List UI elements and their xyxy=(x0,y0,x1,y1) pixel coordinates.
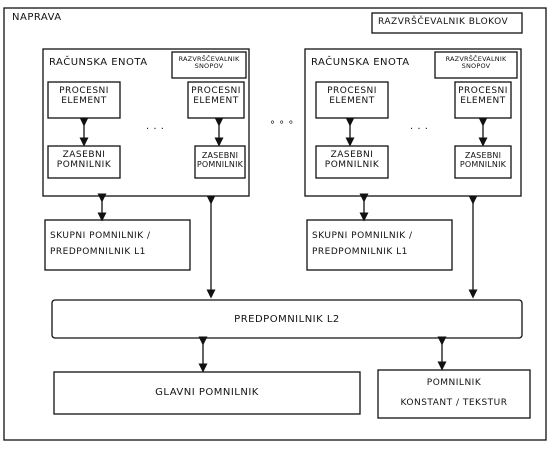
l2-cache-label: PREDPOMNILNIK L2 xyxy=(234,314,340,325)
pm-1a-label: ZASEBNI POMNILNIK xyxy=(56,150,112,171)
block-scheduler-label: RAZVRŠČEVALNIK BLOKOV xyxy=(378,17,509,27)
warp-scheduler-2-box xyxy=(434,51,518,79)
compute-unit-1-box xyxy=(42,48,250,197)
pe-2a-label: PROCESNI ELEMENT xyxy=(327,86,377,107)
compute-unit-1-title: RAČUNSKA ENOTA xyxy=(49,57,148,68)
pe-ellipsis-1: · · · xyxy=(146,124,165,135)
warp-scheduler-2-label: RAZVRŠČEVALNIK SNOPOV xyxy=(445,55,507,71)
shared-mem-2-box xyxy=(306,219,453,271)
global-memory-label: GLAVNI POMNILNIK xyxy=(155,387,259,398)
pe-1a-label: PROCESNI ELEMENT xyxy=(59,86,109,107)
compute-unit-2-title: RAČUNSKA ENOTA xyxy=(311,57,410,68)
constant-memory-box xyxy=(377,369,531,419)
pm-2a-label: ZASEBNI POMNILNIK xyxy=(324,150,380,171)
pe-2b-label: PROCESNI ELEMENT xyxy=(458,86,508,107)
shared-mem-1-box xyxy=(44,219,191,271)
constant-memory-label-1: POMNILNIK xyxy=(426,378,482,388)
device-title: NAPRAVA xyxy=(12,12,62,23)
shared-mem-2-label: SKUPNI POMNILNIK / PREDPOMNILNIK L1 xyxy=(312,231,413,258)
pm-2b-label: ZASEBNI POMNILNIK xyxy=(459,151,507,170)
device-frame xyxy=(3,7,547,441)
compute-unit-2-box xyxy=(304,48,522,197)
block-scheduler-box xyxy=(371,12,523,34)
pe-1b-label: PROCESNI ELEMENT xyxy=(191,86,241,107)
constant-memory-label-2: KONSTANT / TEKSTUR xyxy=(400,398,508,408)
pm-1b-label: ZASEBNI POMNILNIK xyxy=(196,151,244,170)
pe-ellipsis-2: · · · xyxy=(410,124,429,135)
warp-scheduler-1-label: RAZVRŠČEVALNIK SNOPOV xyxy=(178,55,240,71)
shared-mem-1-label: SKUPNI POMNILNIK / PREDPOMNILNIK L1 xyxy=(50,231,151,258)
warp-scheduler-1-box xyxy=(171,51,247,79)
between-units-ellipsis: ° ° ° xyxy=(270,120,294,131)
l2-cache-box xyxy=(51,299,523,339)
